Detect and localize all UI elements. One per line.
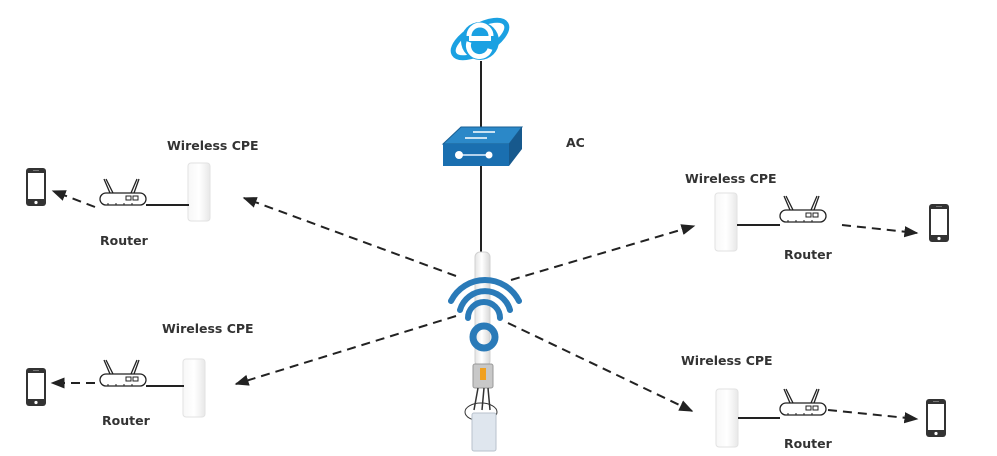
ac-label: AC	[566, 135, 585, 150]
network-switch-icon	[441, 126, 524, 166]
internet-explorer-icon	[450, 17, 510, 61]
phone-icon	[26, 168, 46, 206]
router-label: Router	[102, 413, 151, 428]
router-icon	[779, 388, 827, 416]
wireless-cpe-icon	[714, 192, 738, 252]
wifi-signal-icon	[448, 277, 522, 352]
wireless-cpe-icon	[715, 388, 739, 448]
cpe-label: Wireless CPE	[167, 138, 259, 153]
router-label: Router	[784, 247, 833, 262]
wireless-cpe-icon	[187, 162, 211, 222]
cpe-label: Wireless CPE	[162, 321, 254, 336]
branch-top-left: Wireless CPE Router	[26, 138, 259, 248]
link-top-right	[510, 224, 696, 281]
link-bottom-left	[234, 315, 457, 386]
phone-icon	[26, 368, 46, 406]
router-icon	[99, 359, 147, 387]
router-label: Router	[784, 436, 833, 451]
link-router-phone-tr	[841, 224, 919, 238]
phone-icon	[926, 399, 946, 437]
branch-top-right: Wireless CPE Router	[685, 171, 949, 262]
router-icon	[99, 178, 147, 206]
link-router-phone-tl	[51, 190, 96, 208]
router-icon	[779, 195, 827, 223]
phone-icon	[929, 204, 949, 242]
link-router-phone-br	[827, 409, 919, 424]
link-bottom-right	[507, 322, 694, 412]
branch-bottom-left: Wireless CPE Router	[26, 321, 254, 428]
cpe-label: Wireless CPE	[685, 171, 777, 186]
router-label: Router	[100, 233, 149, 248]
wireless-links	[50, 190, 919, 424]
cpe-label: Wireless CPE	[681, 353, 773, 368]
wireless-cpe-icon	[182, 358, 206, 418]
link-top-left	[242, 197, 457, 277]
branch-bottom-right: Wireless CPE Router	[681, 353, 946, 451]
